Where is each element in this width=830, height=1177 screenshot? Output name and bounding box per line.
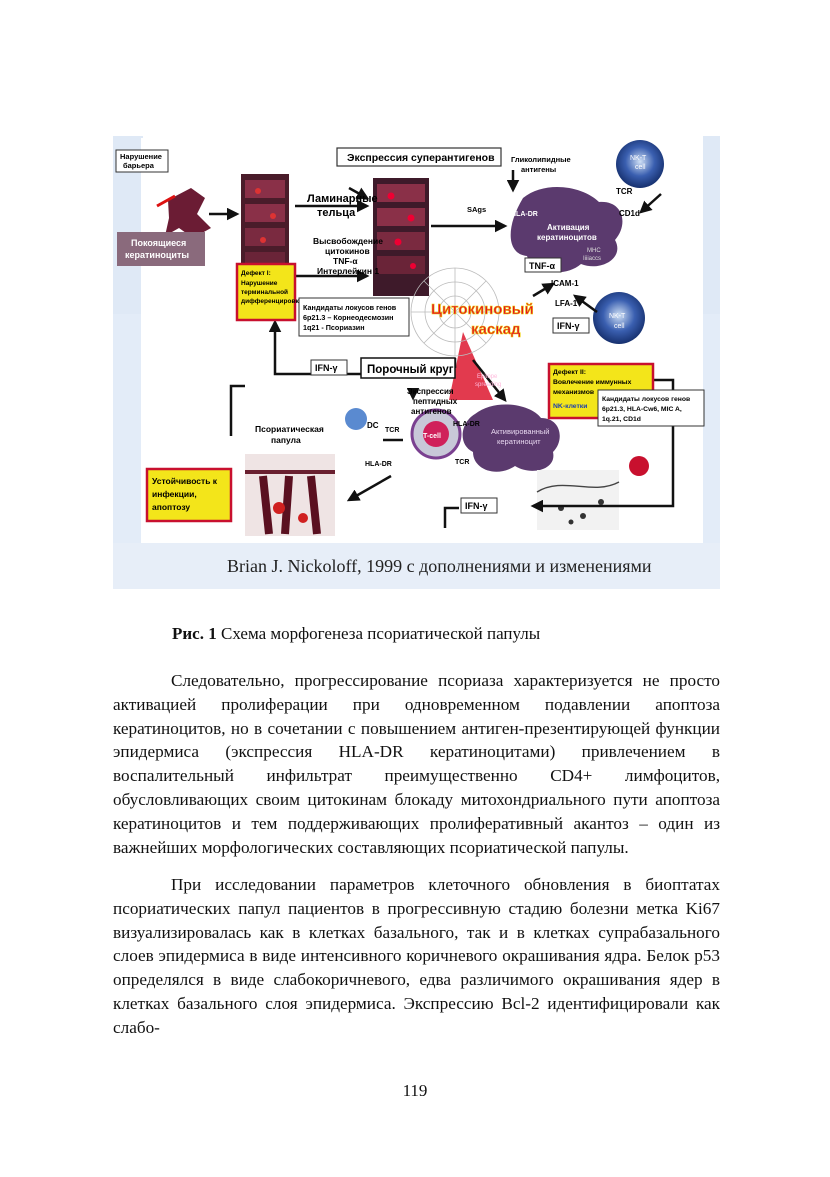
vicious-circle-label: Порочный круг bbox=[367, 364, 454, 376]
release-label-3: TNF-α bbox=[333, 256, 358, 266]
cytokine-cascade-label-1: Цитокиновый bbox=[431, 301, 534, 318]
hla-dr-right-label: HLA-DR bbox=[453, 421, 480, 428]
flow-arrows bbox=[209, 170, 675, 528]
resting-label-1: Покоящиеся bbox=[131, 238, 186, 248]
superantigen-label: Экспрессия суперантигенов bbox=[347, 152, 495, 164]
nkt-top-label-1: NK-T bbox=[630, 155, 647, 162]
page-number: 119 bbox=[402, 1081, 428, 1100]
barrier-label-1: Нарушение bbox=[120, 152, 162, 161]
figure-caption-prefix: Рис. 1 bbox=[172, 624, 217, 643]
stability-label-2: инфекции, bbox=[152, 489, 197, 499]
defect2-label-4: NK-клетки bbox=[553, 403, 587, 410]
psoriatic-papule-image bbox=[245, 454, 335, 536]
defect1-label-2: Нарушение bbox=[241, 280, 278, 287]
papule-label-2: папула bbox=[271, 435, 301, 445]
epidermis-stack-middle bbox=[373, 178, 429, 296]
glycolipid-label-1: Гликолипидные bbox=[511, 155, 571, 164]
lamellar-label-2: тельца bbox=[317, 207, 356, 219]
defect2-label-2: Вовлечение иммунных bbox=[553, 379, 632, 386]
candidates2-label-3: 1q.21, CD1d bbox=[602, 416, 641, 423]
figure-credit: Brian J. Nickoloff, 1999 с дополнениями … bbox=[227, 556, 652, 576]
icam-label: ICAM-1 bbox=[551, 279, 579, 288]
body-paragraph-1: Следовательно, прогрессирование псориаза… bbox=[113, 671, 720, 857]
mhc-label-1: MHC bbox=[587, 248, 601, 254]
lamellar-label-1: Ламинарные bbox=[307, 193, 378, 205]
stability-label-1: Устойчивость к bbox=[152, 476, 218, 486]
activation-label-1: Активация bbox=[547, 223, 590, 232]
papule-label-1: Псориатическая bbox=[255, 424, 324, 434]
candidates1-label-3: 1q21 - Псориазин bbox=[303, 323, 365, 332]
epitope-label-1: Epitope bbox=[477, 374, 498, 380]
cd1d-label: CD1d bbox=[619, 209, 640, 218]
stability-label-3: апоптозу bbox=[152, 502, 190, 512]
tcr-top-label: TCR bbox=[616, 187, 633, 196]
tcr-bottom-label-2: TCR bbox=[455, 459, 469, 466]
barrier-label-2: барьера bbox=[123, 161, 155, 170]
hla-dr-bottom-label: HLA-DR bbox=[365, 461, 392, 468]
nkt-top-label-2: cell bbox=[635, 164, 646, 171]
resting-label-2: кератиноциты bbox=[125, 250, 189, 260]
figure-caption-text: Схема морфогенеза псориатической папулы bbox=[216, 624, 541, 643]
defect1-label-3: терминальной bbox=[241, 288, 288, 296]
activated-keratinocyte-top-shape bbox=[510, 186, 623, 273]
damaged-keratinocytes-shape bbox=[165, 188, 211, 238]
nkt-cell-middle bbox=[593, 292, 645, 344]
cytokine-cascade-label-2: каскад bbox=[471, 321, 521, 338]
mhc-label-2: Iiiiaccs bbox=[583, 256, 601, 262]
activated-keratinocyte-label-2: кератиноцит bbox=[497, 437, 541, 446]
dc-label: DC bbox=[367, 421, 379, 430]
hla-dr-top-label: HLA-DR bbox=[511, 211, 538, 218]
dc-cell bbox=[345, 408, 367, 430]
ifn-right-label: IFN-γ bbox=[557, 321, 580, 331]
body-paragraph-2: При исследовании параметров клеточного о… bbox=[113, 875, 720, 1037]
figure-caption: Рис. 1 Схема морфогенеза псориатической … bbox=[172, 624, 540, 644]
peptide-label-1: Экспрессия bbox=[407, 387, 454, 396]
defect1-label-4: дифференцировки bbox=[241, 298, 303, 305]
psoriasis-morphogenesis-figure: Brian J. Nickoloff, 1999 с дополнениями … bbox=[113, 136, 720, 589]
release-label-4: Интерлейкин 1 bbox=[317, 266, 379, 276]
glycolipid-label-2: антигены bbox=[521, 165, 556, 174]
lfa-label: LFA-1 bbox=[555, 299, 578, 308]
defect2-label-3: механизмов bbox=[553, 389, 594, 396]
candidates2-label-2: 6p21.3, HLA-Cw6, MIC A, bbox=[602, 406, 682, 413]
defect2-label-1: Дефект II: bbox=[553, 369, 586, 376]
release-label-1: Высвобождение bbox=[313, 236, 383, 246]
activation-label-2: кератиноцитов bbox=[537, 233, 597, 242]
tnf-label: TNF-α bbox=[529, 261, 555, 271]
activated-keratinocyte-label-1: Активированный bbox=[491, 427, 549, 436]
ifn-left-label: IFN-γ bbox=[315, 363, 338, 373]
candidates1-label-1: Кандидаты локусов генов bbox=[303, 303, 397, 312]
release-label-2: цитокинов bbox=[325, 246, 370, 256]
candidates1-label-2: 6p21.3 – Корнеодесмозин bbox=[303, 313, 393, 322]
peptide-label-2: пептидных bbox=[413, 397, 458, 406]
activated-keratinocyte-bottom-shape bbox=[462, 404, 560, 472]
ifn-bottom-label: IFN-γ bbox=[465, 501, 488, 511]
t-cell-label: T-cell bbox=[423, 433, 441, 440]
nkt-mid-label-1: NK-T bbox=[609, 313, 626, 320]
epitope-spreading-triangle bbox=[449, 332, 493, 400]
candidates2-label-1: Кандидаты локусов генов bbox=[602, 396, 690, 403]
nkt-mid-label-2: cell bbox=[614, 323, 625, 330]
defect1-label-1: Дефект I: bbox=[241, 270, 271, 277]
epitope-label-2: spreading bbox=[475, 382, 501, 388]
peptide-label-3: антигенов bbox=[411, 407, 452, 416]
skin-histology-image bbox=[536, 470, 620, 530]
cytokine-web bbox=[410, 267, 500, 357]
nkt-cell-top bbox=[616, 140, 664, 188]
tcr-bottom-label-1: TCR bbox=[385, 427, 399, 434]
sags-label: SAgs bbox=[467, 205, 486, 214]
